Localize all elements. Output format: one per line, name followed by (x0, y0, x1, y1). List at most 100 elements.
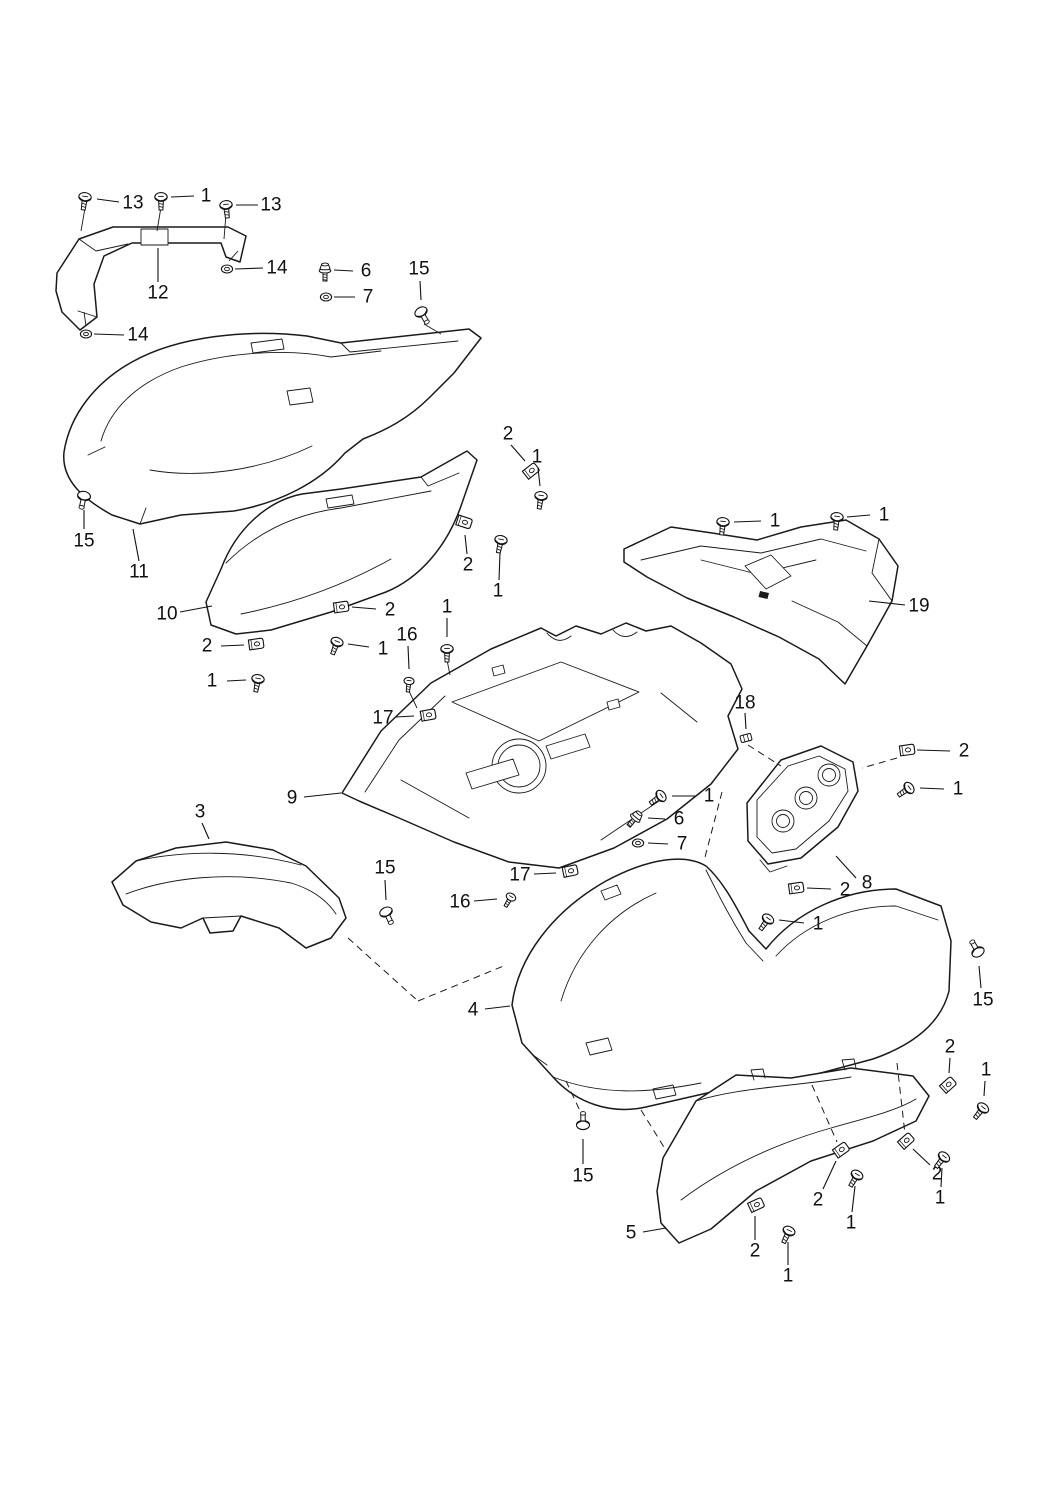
callout-label-16: 16 (449, 892, 470, 913)
clip18-icon (739, 732, 753, 744)
screw16-icon (402, 676, 415, 694)
clip-icon (938, 1075, 958, 1094)
callout-label-1: 1 (704, 786, 715, 807)
leader-line (510, 444, 526, 462)
leader-line (851, 1185, 856, 1213)
clip-icon (898, 743, 916, 757)
leader-line (170, 195, 195, 198)
leader-line (846, 514, 871, 518)
leader-line (912, 1148, 931, 1166)
callout-label-1: 1 (378, 639, 389, 660)
leader-line (93, 333, 125, 336)
callout-label-1: 1 (879, 505, 890, 526)
callout-label-1: 1 (981, 1060, 992, 1081)
leader-line (822, 1160, 837, 1190)
screw-icon (754, 911, 777, 934)
callout-label-1: 1 (201, 186, 212, 207)
leader-line (407, 645, 410, 670)
callout-label-17: 17 (372, 708, 393, 729)
leader-line (220, 644, 245, 647)
callout-label-7: 7 (363, 287, 374, 308)
leader-line (806, 887, 832, 890)
callout-label-11: 11 (129, 562, 149, 583)
callout-label-13: 13 (260, 195, 281, 216)
callout-label-2: 2 (813, 1190, 824, 1211)
screw-icon (440, 644, 454, 663)
callout-label-9: 9 (287, 788, 298, 809)
screw-icon (491, 533, 509, 555)
leader-line (333, 269, 354, 272)
washer-icon (220, 264, 234, 274)
bolt-icon (318, 262, 332, 282)
leader-line (647, 842, 669, 845)
callout-label-13: 13 (122, 193, 143, 214)
callout-label-15: 15 (972, 990, 993, 1011)
leader-line (835, 855, 857, 879)
callout-label-15: 15 (572, 1166, 593, 1187)
callout-label-1: 1 (442, 597, 453, 618)
clip-icon (455, 514, 474, 530)
clip-icon (332, 600, 350, 614)
screw-icon (777, 1223, 798, 1246)
pin-icon (377, 904, 399, 928)
leader-line (948, 1057, 951, 1074)
callout-label-2: 2 (840, 880, 851, 901)
callout-label-19: 19 (908, 596, 929, 617)
pin-icon (412, 304, 434, 328)
leader-line (537, 467, 541, 487)
leader-line (744, 712, 747, 730)
screw-icon (76, 191, 93, 212)
leader-line (96, 198, 120, 203)
part-12-handle-bracket (55, 226, 247, 331)
clip-icon (247, 637, 265, 651)
callout-label-2: 2 (750, 1241, 761, 1262)
screw-icon (218, 199, 235, 220)
washer-icon (631, 838, 645, 848)
leader-line (179, 605, 213, 613)
assembly-dashed-lines (347, 744, 906, 1153)
callout-label-6: 6 (361, 261, 372, 282)
callout-label-14: 14 (127, 325, 149, 346)
leader-line (916, 749, 951, 752)
leader-line (234, 267, 264, 270)
callout-label-2: 2 (959, 741, 970, 762)
leader-line (201, 822, 210, 840)
part-5-lower-side-panel (656, 1058, 930, 1244)
callout-label-14: 14 (266, 258, 288, 279)
leader-line (484, 1005, 511, 1010)
callout-label-5: 5 (626, 1223, 637, 1244)
callout-label-12: 12 (147, 283, 168, 304)
fastener-axis-lines (80, 206, 451, 709)
leader-line (395, 715, 415, 718)
callout-label-2: 2 (932, 1164, 943, 1185)
screw-icon (154, 192, 168, 211)
pin-icon (965, 936, 987, 960)
leader-line (303, 792, 342, 798)
callout-label-8: 8 (862, 873, 873, 894)
screw-icon (249, 673, 266, 694)
washer-icon (319, 292, 333, 302)
parts-layer (55, 226, 952, 1244)
callout-label-3: 3 (195, 802, 206, 823)
part-11-upper-left-panel (63, 328, 482, 525)
callout-label-1: 1 (207, 671, 218, 692)
leader-line (983, 1080, 986, 1097)
callout-label-15: 15 (73, 531, 94, 552)
screw-icon (969, 1100, 992, 1123)
screw-icon (326, 635, 345, 657)
callout-label-2: 2 (945, 1037, 956, 1058)
leader-line (919, 787, 945, 790)
callout-label-2: 2 (385, 600, 396, 621)
leader-line (642, 1227, 667, 1233)
part-19-rear-bracket-panel (623, 519, 899, 685)
callout-label-7: 7 (677, 834, 688, 855)
callout-label-4: 4 (468, 1000, 479, 1021)
leader-line (940, 1167, 943, 1188)
leader-line (226, 679, 247, 682)
clip-icon (896, 1131, 916, 1150)
callout-label-1: 1 (953, 779, 964, 800)
callout-label-2: 2 (463, 555, 474, 576)
callout-label-2: 2 (202, 636, 213, 657)
screw-icon (894, 779, 917, 802)
leader-line (868, 600, 906, 606)
